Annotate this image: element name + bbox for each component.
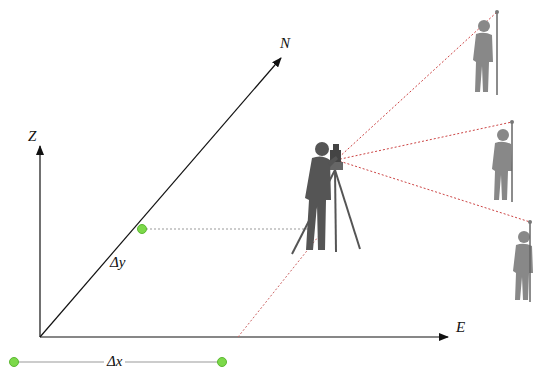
z-axis bbox=[39, 146, 40, 337]
sight-lines bbox=[336, 12, 530, 222]
delta-label: Δx bbox=[104, 354, 125, 369]
surveyor-figure bbox=[305, 142, 338, 250]
delta-label: Δy bbox=[110, 255, 125, 270]
axis-label: E bbox=[456, 320, 465, 335]
projection-line bbox=[142, 229, 308, 230]
green-dot bbox=[138, 225, 147, 234]
rod-person bbox=[492, 120, 514, 202]
e-axis bbox=[40, 336, 448, 337]
green-dot bbox=[10, 358, 19, 367]
axis-label: Z bbox=[28, 129, 36, 144]
rod-person bbox=[473, 10, 499, 95]
green-dot bbox=[218, 358, 227, 367]
rod-person bbox=[513, 220, 533, 302]
n-axis bbox=[40, 58, 281, 337]
axis-label: N bbox=[280, 36, 290, 51]
